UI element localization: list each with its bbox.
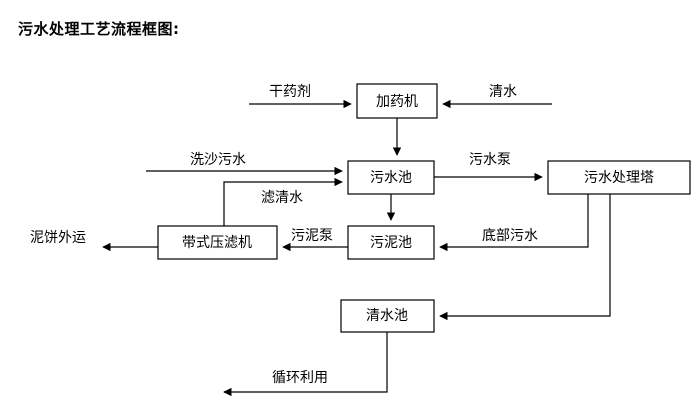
node-dosing-machine-label: 加药机 bbox=[376, 94, 418, 110]
edge-label-sludge-pump: 污泥泵 bbox=[291, 228, 333, 244]
node-dosing-machine-box bbox=[356, 83, 438, 119]
edge-label-recycle-use: 循环利用 bbox=[272, 370, 328, 386]
edge-label-dry-chemical: 干药剂 bbox=[269, 84, 311, 100]
edge-label-clean-water: 清水 bbox=[489, 84, 517, 100]
edge-label-filtrate: 滤清水 bbox=[261, 190, 303, 206]
edge-tower-to-clear-pool bbox=[439, 194, 611, 321]
node-sludge-pool-box bbox=[347, 225, 435, 260]
node-sludge-pool-label: 污泥池 bbox=[370, 235, 412, 251]
node-treatment-tower[interactable]: 污水处理塔 bbox=[547, 160, 691, 195]
node-clear-water-pool-label: 清水池 bbox=[366, 308, 408, 324]
node-sludge-pool[interactable]: 污泥池 bbox=[347, 225, 435, 260]
node-sewage-pool[interactable]: 污水池 bbox=[347, 160, 435, 195]
node-clear-water-pool[interactable]: 清水池 bbox=[340, 299, 435, 333]
node-sewage-pool-box bbox=[347, 160, 435, 195]
edge-label-sewage-pump: 污水泵 bbox=[469, 152, 511, 168]
edge-bottom-sewage-to-sludge-pool bbox=[439, 194, 589, 252]
node-clear-water-pool-box bbox=[340, 299, 435, 333]
edge-label-sand-washing-wastewater: 洗沙污水 bbox=[190, 152, 246, 168]
node-treatment-tower-box bbox=[547, 160, 691, 195]
node-belt-filter-press-label: 带式压滤机 bbox=[182, 235, 252, 251]
edge-label-bottom-sewage: 底部污水 bbox=[482, 228, 538, 244]
node-sewage-pool-label: 污水池 bbox=[370, 170, 412, 186]
node-belt-filter-press[interactable]: 带式压滤机 bbox=[157, 225, 278, 260]
edge-label-mud-cake-out: 泥饼外运 bbox=[30, 230, 86, 246]
node-dosing-machine[interactable]: 加药机 bbox=[356, 83, 438, 119]
node-treatment-tower-label: 污水处理塔 bbox=[584, 170, 654, 186]
page-title: 污水处理工艺流程框图: bbox=[18, 20, 180, 38]
edge-clear-pool-to-recycle bbox=[223, 332, 388, 397]
node-belt-filter-press-box bbox=[157, 225, 278, 260]
edge-filtrate-to-sewage-pool bbox=[223, 177, 343, 226]
